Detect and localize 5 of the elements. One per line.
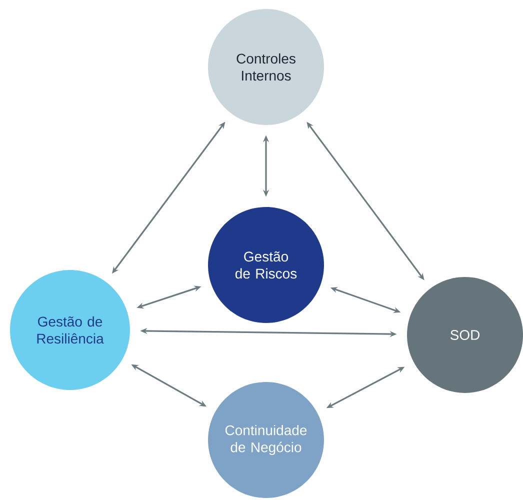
circle-node: Gestão de Resiliência [10,270,130,390]
circle-node: Controles Internos [208,9,324,125]
circle-node: Continuidade de Negócio [208,382,324,498]
circle-node: SOD [407,277,523,393]
circle-node: Gestão de Riscos [208,207,324,323]
